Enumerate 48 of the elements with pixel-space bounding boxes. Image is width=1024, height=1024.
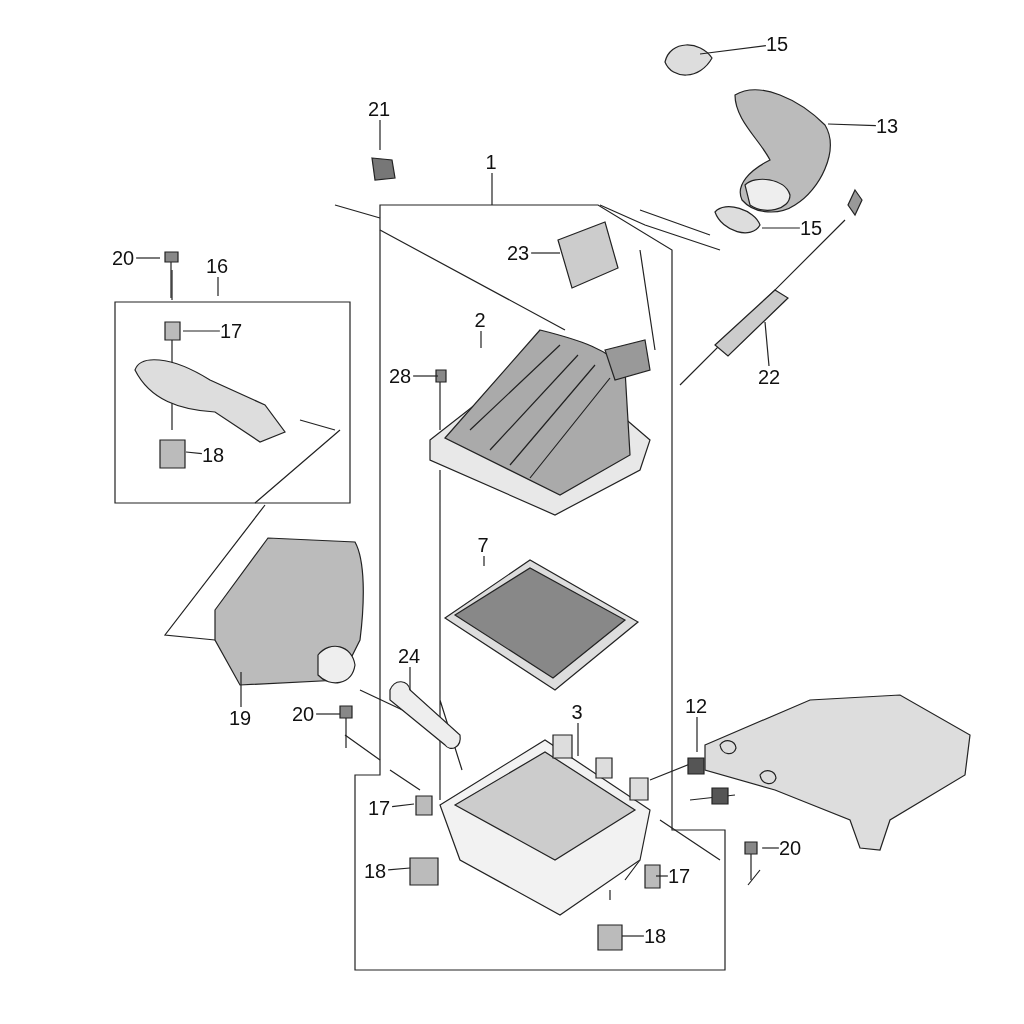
leader-line [240, 671, 242, 708]
callout-number: 17 [667, 865, 691, 887]
callout-number: 24 [397, 645, 421, 667]
callout-number: 18 [201, 444, 225, 466]
leader-line [409, 666, 411, 691]
callout-number: 2 [474, 309, 486, 331]
leader-line [412, 375, 439, 377]
leader-line [483, 555, 485, 567]
callout-number: 28 [388, 365, 412, 387]
callout-number: 20 [111, 247, 135, 269]
callout-number: 20 [291, 703, 315, 725]
callout-number: 17 [219, 320, 243, 342]
leader-line [699, 44, 767, 55]
leader-line [827, 123, 877, 127]
callout-number: 16 [205, 255, 229, 277]
leader-line [217, 276, 219, 297]
callout-number: 7 [477, 534, 489, 556]
callout-number: 17 [367, 797, 391, 819]
leader-line [761, 227, 801, 229]
callout-number: 13 [875, 115, 899, 137]
leader-line [761, 847, 780, 849]
callout-number: 18 [363, 860, 387, 882]
leader-line [182, 330, 221, 332]
leader-line [185, 451, 203, 455]
leader-line [764, 321, 770, 367]
leader-line [696, 716, 698, 753]
callout-number: 21 [367, 98, 391, 120]
leader-line [655, 875, 669, 877]
leader-line [491, 172, 493, 206]
callout-number: 23 [506, 242, 530, 264]
callout-number: 15 [799, 217, 823, 239]
callout-number: 12 [684, 695, 708, 717]
leader-line [530, 252, 561, 254]
callout-number: 22 [757, 366, 781, 388]
leader-line [135, 257, 161, 259]
leader-line [387, 867, 411, 871]
leader-line [480, 330, 482, 349]
callout-number: 19 [228, 707, 252, 729]
leader-line [315, 713, 341, 715]
leader-line [391, 803, 415, 808]
callout-number: 20 [778, 837, 802, 859]
callout-number: 15 [765, 33, 789, 55]
callout-number: 1 [485, 151, 497, 173]
callout-number: 18 [643, 925, 667, 947]
leader-line [577, 722, 579, 757]
leader-line [379, 119, 381, 151]
callout-number: 3 [571, 701, 583, 723]
leader-line [621, 935, 645, 937]
